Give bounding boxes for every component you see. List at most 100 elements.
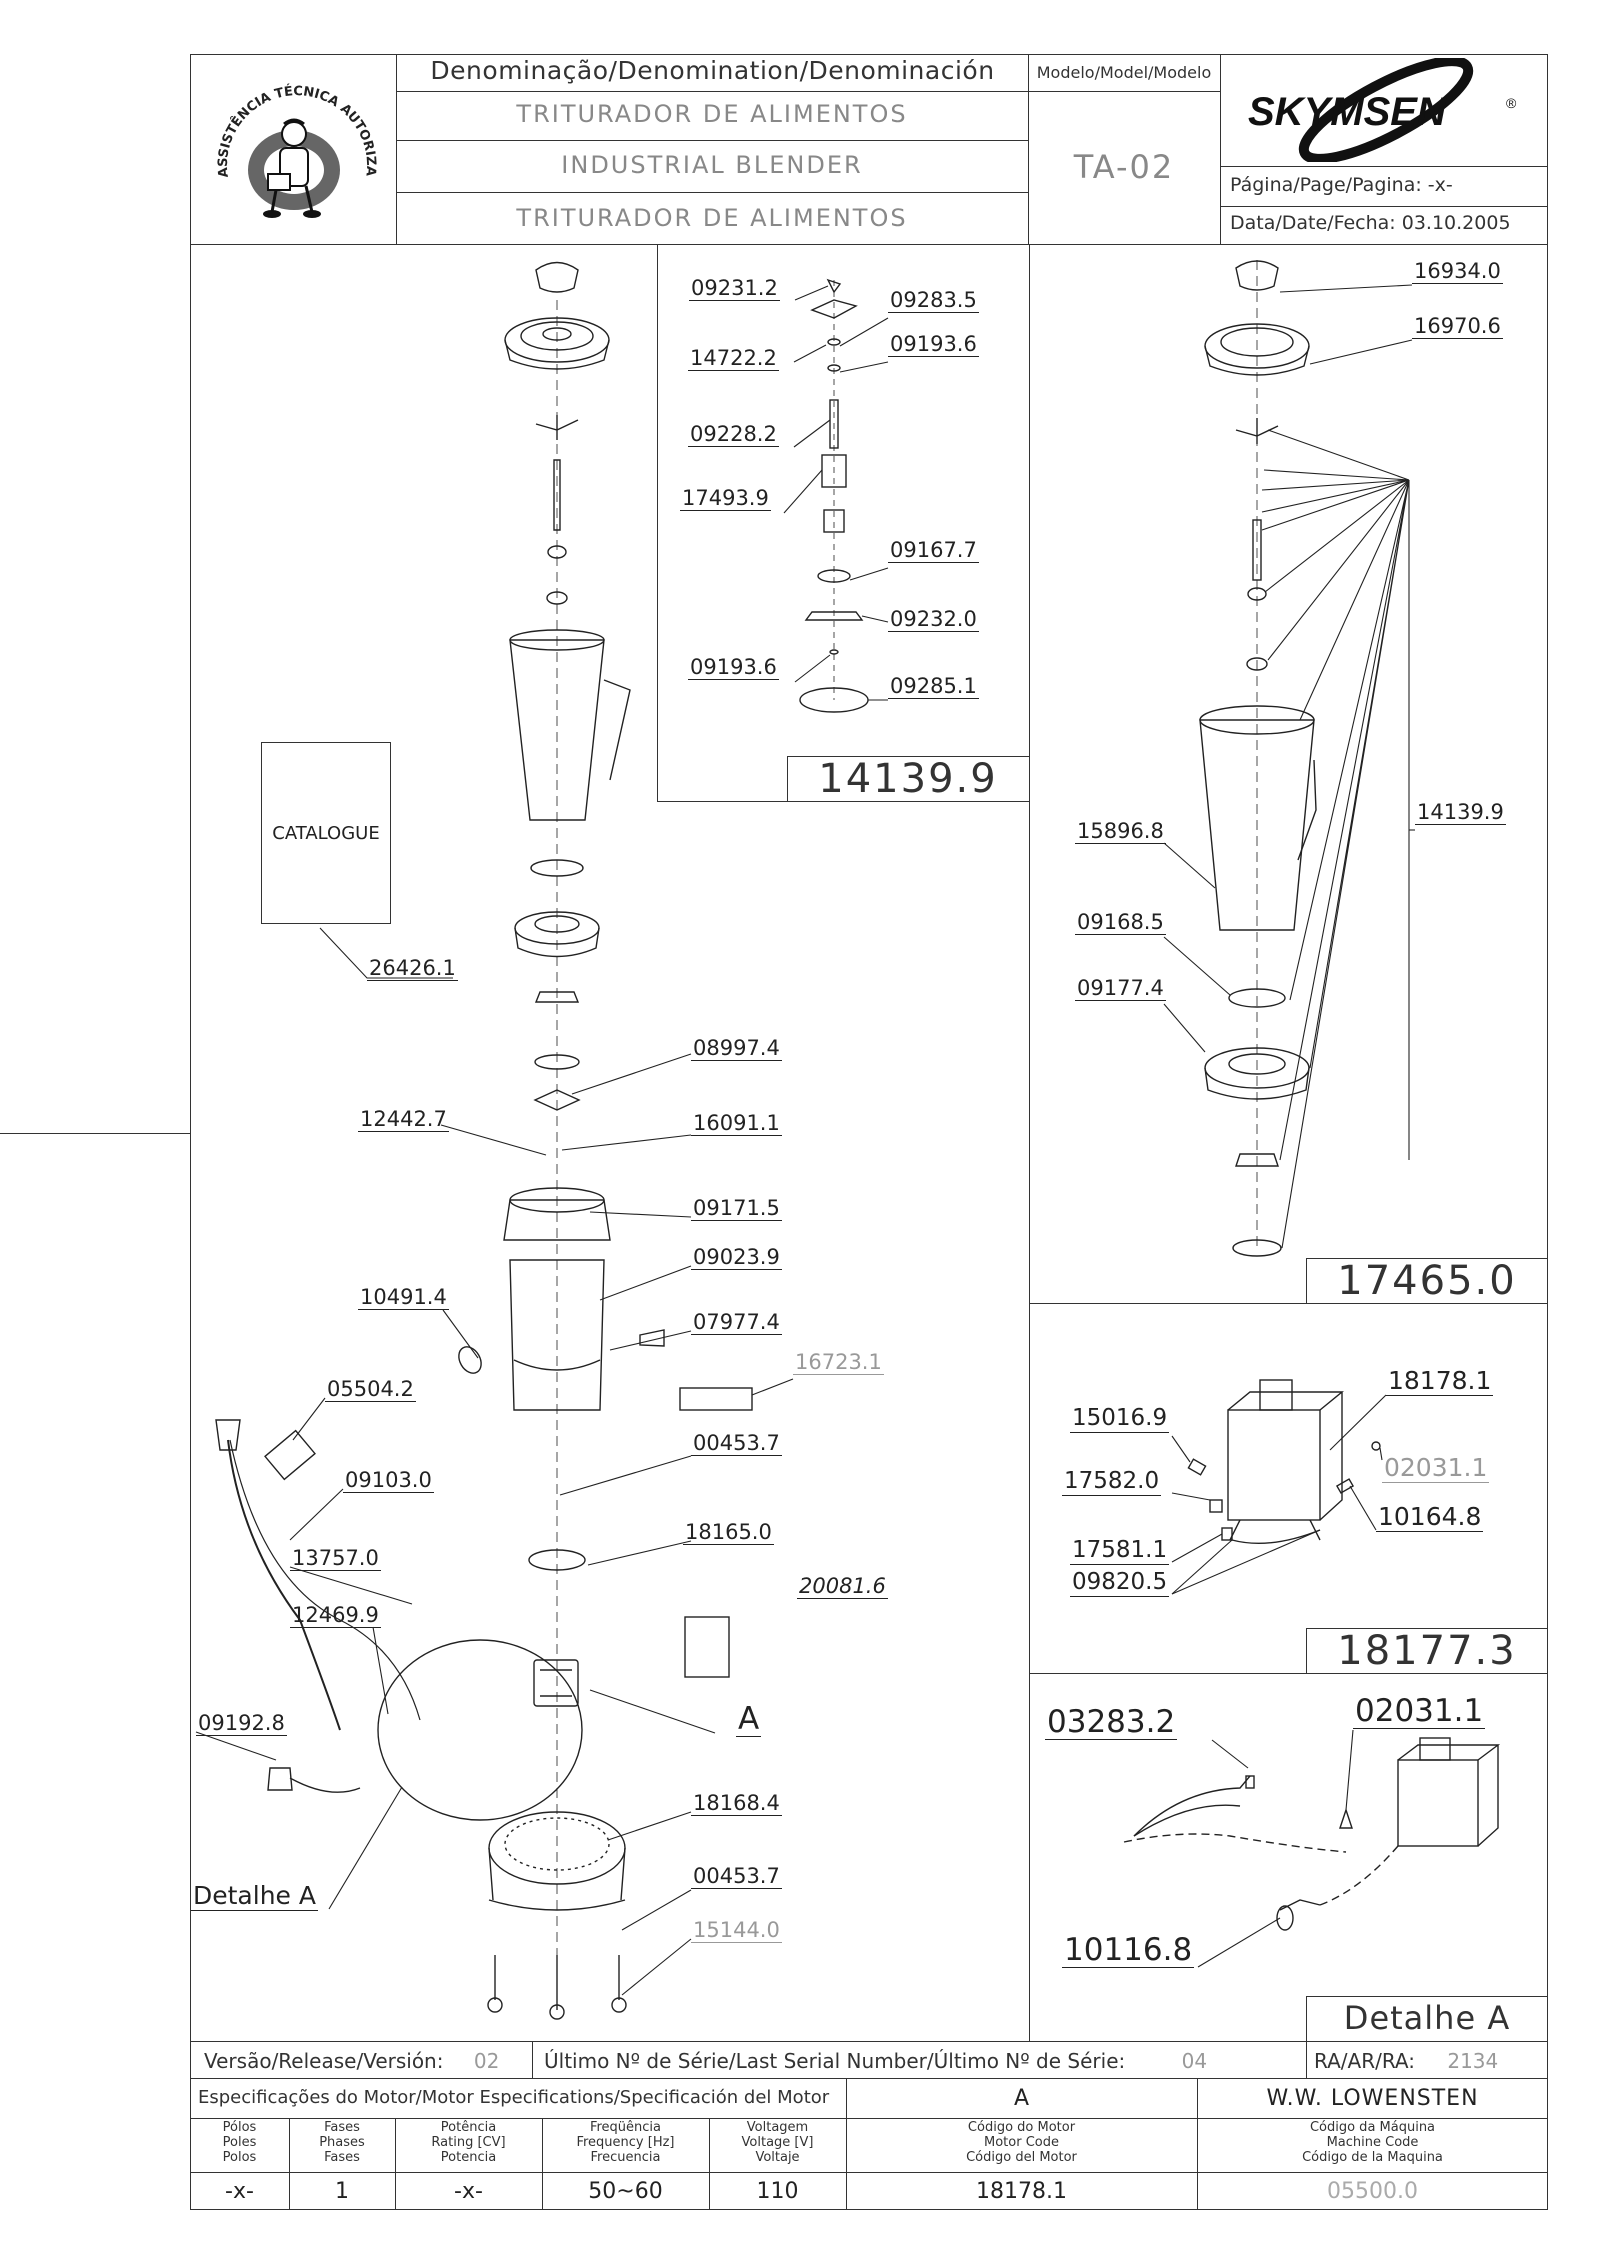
motor-letter: A — [1013, 2085, 1030, 2111]
motor-part-label: 09820.5 — [1070, 1569, 1170, 1597]
main-part-label: 10491.4 — [358, 1285, 449, 1310]
spec-header: Fases — [324, 2120, 360, 2135]
jar-number-box: 17465.0 — [1306, 1258, 1548, 1304]
footer-top — [190, 2041, 1548, 2042]
footer-v5 — [289, 2118, 290, 2210]
blade-number-box: 14139.9 — [787, 756, 1029, 802]
blade-assembly-illustration — [799, 278, 869, 713]
spec-col-frequency: Freqüência Frequency [Hz] Frecuencia — [542, 2120, 709, 2165]
spec-header: Voltage [V] — [741, 2135, 814, 2150]
main-part-label: 16091.1 — [691, 1111, 782, 1136]
motor-part-label: 10164.8 — [1376, 1502, 1484, 1532]
footer-v4 — [1197, 2078, 1198, 2210]
brand-name: SKYMSEN — [1248, 90, 1447, 134]
main-part-label: 09171.5 — [691, 1196, 782, 1221]
detail-part-label: 03283.2 — [1045, 1704, 1178, 1740]
header-row-1 — [396, 91, 1028, 92]
spec-col-motor-code: Código do Motor Motor Code Código del Mo… — [846, 2120, 1197, 2165]
blade-part-label: 09285.1 — [888, 674, 979, 699]
main-part-label: 18165.0 — [683, 1520, 774, 1545]
main-part-label: 09103.0 — [343, 1468, 434, 1493]
motor-part-label: 17581.1 — [1070, 1537, 1170, 1565]
blade-leader-lines — [783, 285, 889, 701]
main-part-label: 16723.1 — [793, 1350, 884, 1375]
jar-leader-lines — [1163, 284, 1415, 1249]
spec-col-phases: Fases Phases Fases — [289, 2120, 395, 2165]
ra-field: RA/AR/RA: 2134 — [1314, 2049, 1498, 2073]
main-part-label: 13757.0 — [290, 1546, 381, 1571]
part-26426-1: 26426.1 — [367, 956, 458, 981]
serial-value: 04 — [1181, 2049, 1208, 2073]
detail-a-leader-lines — [1197, 1729, 1354, 1968]
spec-header: Voltaje — [755, 2150, 800, 2165]
motor-part-label: 15016.9 — [1070, 1405, 1170, 1433]
jar-part-label: 14139.9 — [1415, 800, 1506, 825]
blade-box-left — [657, 244, 658, 801]
jar-panel-bottom — [1029, 1303, 1548, 1304]
version-value: 02 — [473, 2049, 500, 2073]
spec-header: Machine Code — [1326, 2135, 1419, 2150]
detail-a-title-box: Detalhe A — [1306, 1996, 1548, 2041]
date-field: Data/Date/Fecha: 03.10.2005 — [1230, 212, 1511, 234]
serial-field: Último Nº de Série/Last Serial Number/Úl… — [544, 2049, 1207, 2073]
brand-mark: ® — [1506, 95, 1517, 111]
center-divider — [1029, 244, 1030, 2041]
name-english: INDUSTRIAL BLENDER — [561, 151, 863, 179]
footer-v7 — [542, 2118, 543, 2210]
spec-header: Frequency [Hz] — [576, 2135, 675, 2150]
spec-value-phases: 1 — [335, 2178, 349, 2204]
main-part-label: 18168.4 — [691, 1791, 782, 1816]
detail-a-callout: A — [736, 1701, 762, 1737]
main-part-label: 20081.6 — [797, 1574, 888, 1599]
blade-part-label: 09228.2 — [688, 422, 779, 447]
main-part-label: 15144.0 — [691, 1918, 782, 1943]
spec-value-frequency: 50~60 — [588, 2178, 663, 2204]
blade-part-label: 09167.7 — [888, 538, 979, 563]
jar-assembly-number: 17465.0 — [1337, 1258, 1517, 1304]
spec-value-machine-code: 05500.0 — [1327, 2178, 1418, 2204]
spec-header: Código de la Maquina — [1302, 2150, 1443, 2165]
spec-value-motor-code: 18178.1 — [976, 2178, 1067, 2204]
spec-value-rating: -x- — [454, 2178, 483, 2204]
jar-part-label: 09168.5 — [1075, 910, 1166, 935]
header-page-row — [1220, 206, 1548, 207]
blade-part-label: 09232.0 — [888, 607, 979, 632]
spec-header: Potência — [440, 2120, 497, 2135]
motor-assembly-illustration — [1187, 1379, 1381, 1544]
spec-header: Pólos — [222, 2120, 257, 2135]
page-field: Página/Page/Pagina: -x- — [1230, 174, 1453, 196]
main-part-label: 08997.4 — [691, 1036, 782, 1061]
spec-header: Poles — [222, 2135, 257, 2150]
header-model-row — [1028, 91, 1220, 92]
model-heading: Modelo/Model/Modelo — [1036, 63, 1212, 82]
main-part-label: 05504.2 — [325, 1377, 416, 1402]
motor-spec-label: Especificações do Motor/Motor Especifica… — [198, 2087, 830, 2108]
jar-part-label: 09177.4 — [1075, 976, 1166, 1001]
spec-value-poles: -x- — [225, 2178, 254, 2204]
footer-row-3 — [190, 2172, 1548, 2173]
jar-assembly-illustration — [1199, 260, 1317, 1257]
blade-part-label: 09193.6 — [888, 332, 979, 357]
header-divider — [190, 244, 1548, 245]
motor-part-label: 17582.0 — [1062, 1468, 1162, 1496]
main-leader-lines — [195, 927, 794, 1996]
spec-header: Potencia — [440, 2150, 497, 2165]
spec-header: Código da Máquina — [1309, 2120, 1436, 2135]
main-assembly-illustration — [215, 261, 753, 2020]
page-label: Página/Page/Pagina: — [1230, 174, 1422, 196]
spec-header: Frecuencia — [590, 2150, 661, 2165]
blade-part-label: 14722.2 — [688, 346, 779, 371]
blade-part-label: 17493.9 — [680, 486, 771, 511]
detail-a-label: Detalhe A — [191, 1881, 318, 1911]
motor-part-label: 18178.1 — [1386, 1366, 1494, 1396]
spec-header: Freqüência — [589, 2120, 662, 2135]
catalogue-label: CATALOGUE — [272, 822, 380, 844]
spec-col-voltage: Voltagem Voltage [V] Voltaje — [709, 2120, 846, 2165]
version-label: Versão/Release/Versión: — [204, 2049, 444, 2073]
motor-panel-bottom — [1029, 1673, 1548, 1674]
motor-leader-lines — [1171, 1394, 1387, 1595]
main-part-label: 07977.4 — [691, 1310, 782, 1335]
detail-part-label: 02031.1 — [1353, 1693, 1486, 1729]
skymsen-logo: SKYMSEN ® — [1228, 56, 1544, 164]
page-value: -x- — [1427, 174, 1453, 196]
